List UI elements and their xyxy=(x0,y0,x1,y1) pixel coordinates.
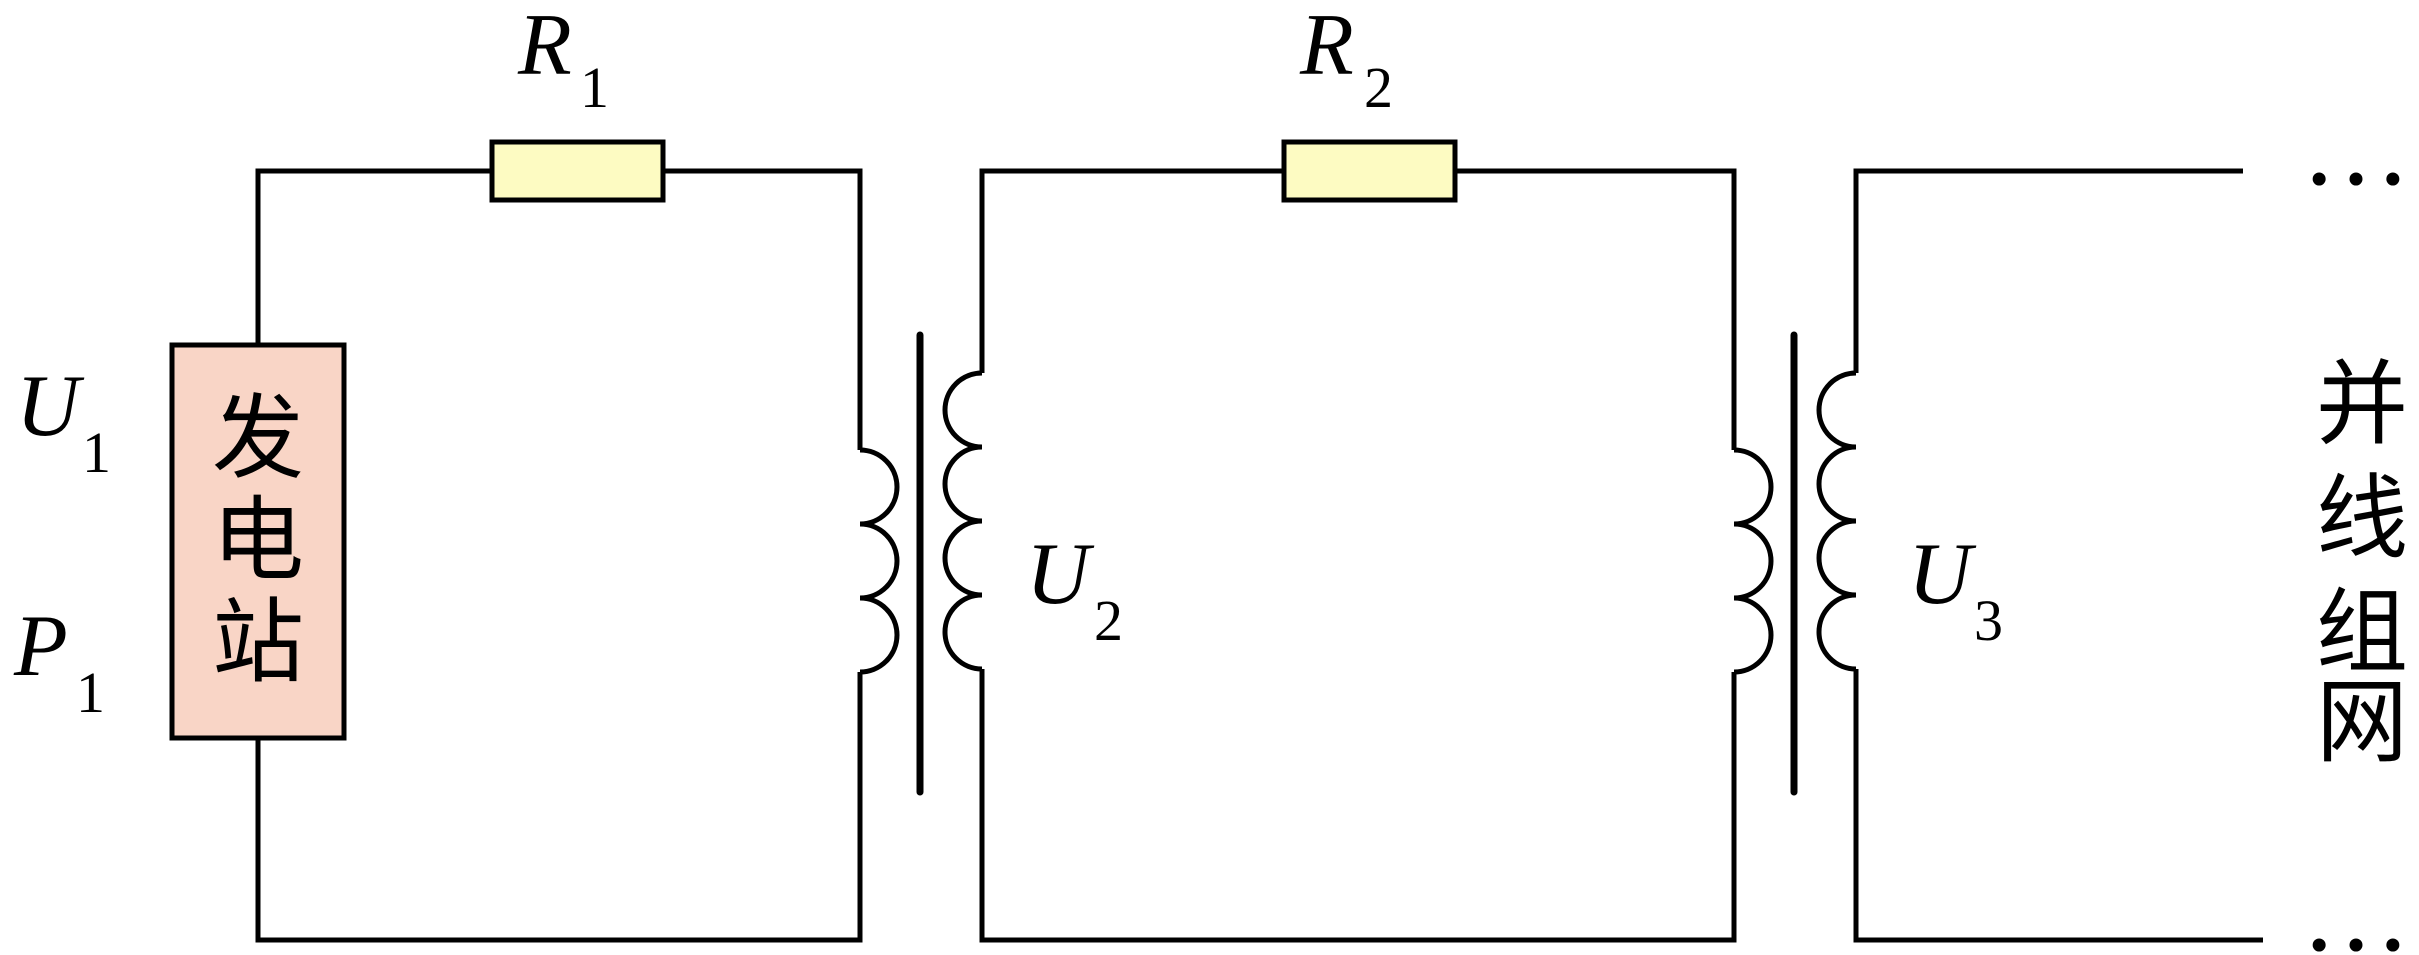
svg-text:P: P xyxy=(13,598,68,695)
label-u2: U 2 xyxy=(1026,526,1123,653)
station-char-2: 电 xyxy=(212,487,304,594)
loop3-top-wire xyxy=(1853,168,2243,373)
svg-text:1: 1 xyxy=(76,660,105,725)
continuation-dots-top: … xyxy=(2301,86,2411,208)
label-r2: R 2 xyxy=(1299,0,1393,120)
svg-text:2: 2 xyxy=(1094,588,1123,653)
resistor-r2 xyxy=(1281,139,1458,203)
loop1-bottom-wire xyxy=(255,672,863,943)
loop1-top-right-wire xyxy=(663,168,863,450)
svg-text:R: R xyxy=(1299,0,1354,94)
grid-char-4: 网 xyxy=(2316,669,2408,776)
transformer1-primary-coil xyxy=(859,447,900,675)
loop1-top-left-wire xyxy=(255,168,492,345)
label-r1: R 1 xyxy=(517,0,609,120)
label-u1: U 1 xyxy=(16,358,111,485)
grid-char-1: 并 xyxy=(2316,351,2408,458)
svg-text:U: U xyxy=(1908,526,1977,623)
loop3-bottom-wire xyxy=(1853,669,2263,943)
svg-text:R: R xyxy=(517,0,572,94)
svg-text:3: 3 xyxy=(1974,588,2003,653)
grid-char-3: 组 xyxy=(2316,579,2408,686)
label-u3: U 3 xyxy=(1908,526,2003,653)
continuation-dots-bottom: … xyxy=(2301,852,2411,955)
loop2-bottom-wire xyxy=(979,669,1737,943)
svg-text:2: 2 xyxy=(1364,55,1393,120)
resistor-r1 xyxy=(489,139,666,203)
svg-text:1: 1 xyxy=(82,420,111,485)
svg-text:1: 1 xyxy=(580,55,609,120)
transformer2-secondary-coil xyxy=(1816,370,1857,672)
label-p1: P 1 xyxy=(13,598,105,725)
grid-char-2: 线 xyxy=(2316,465,2408,572)
loop2-top-left-wire xyxy=(979,168,1284,373)
svg-text:U: U xyxy=(1026,526,1095,623)
power-station-box xyxy=(169,342,347,741)
loop2-top-right-wire xyxy=(1455,168,1737,450)
transformer1-secondary-coil xyxy=(942,370,983,672)
svg-text:U: U xyxy=(16,358,85,455)
station-char-1: 发 xyxy=(212,385,304,492)
station-char-3: 站 xyxy=(212,589,304,696)
transformer2-primary-coil xyxy=(1733,447,1774,675)
